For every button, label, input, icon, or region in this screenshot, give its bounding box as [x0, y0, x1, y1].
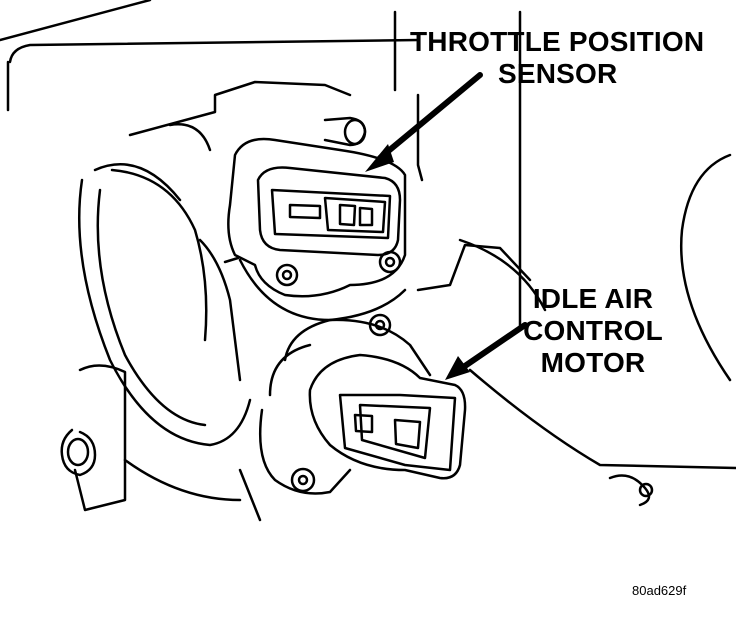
iac-arrowhead	[445, 356, 470, 380]
tps-arrowhead	[365, 144, 394, 172]
throttle-position-sensor	[225, 118, 405, 320]
iac-leader-arrow	[462, 325, 525, 368]
iac-label-line-2: CONTROL	[523, 315, 663, 346]
tps-leader-arrow	[380, 75, 480, 158]
throttle-linkage	[62, 365, 260, 520]
iac-label-line-1: IDLE AIR	[532, 283, 654, 314]
iac-label-line-3: MOTOR	[540, 347, 646, 378]
tps-label-line-1: THROTTLE POSITION	[410, 26, 705, 57]
idle-air-control-motor	[260, 315, 465, 494]
figure-code: 80ad629f	[632, 583, 687, 598]
throttle-body-bore	[79, 82, 350, 445]
tps-label-line-2: SENSOR	[498, 58, 618, 89]
intake-plenum-outline	[0, 0, 736, 505]
